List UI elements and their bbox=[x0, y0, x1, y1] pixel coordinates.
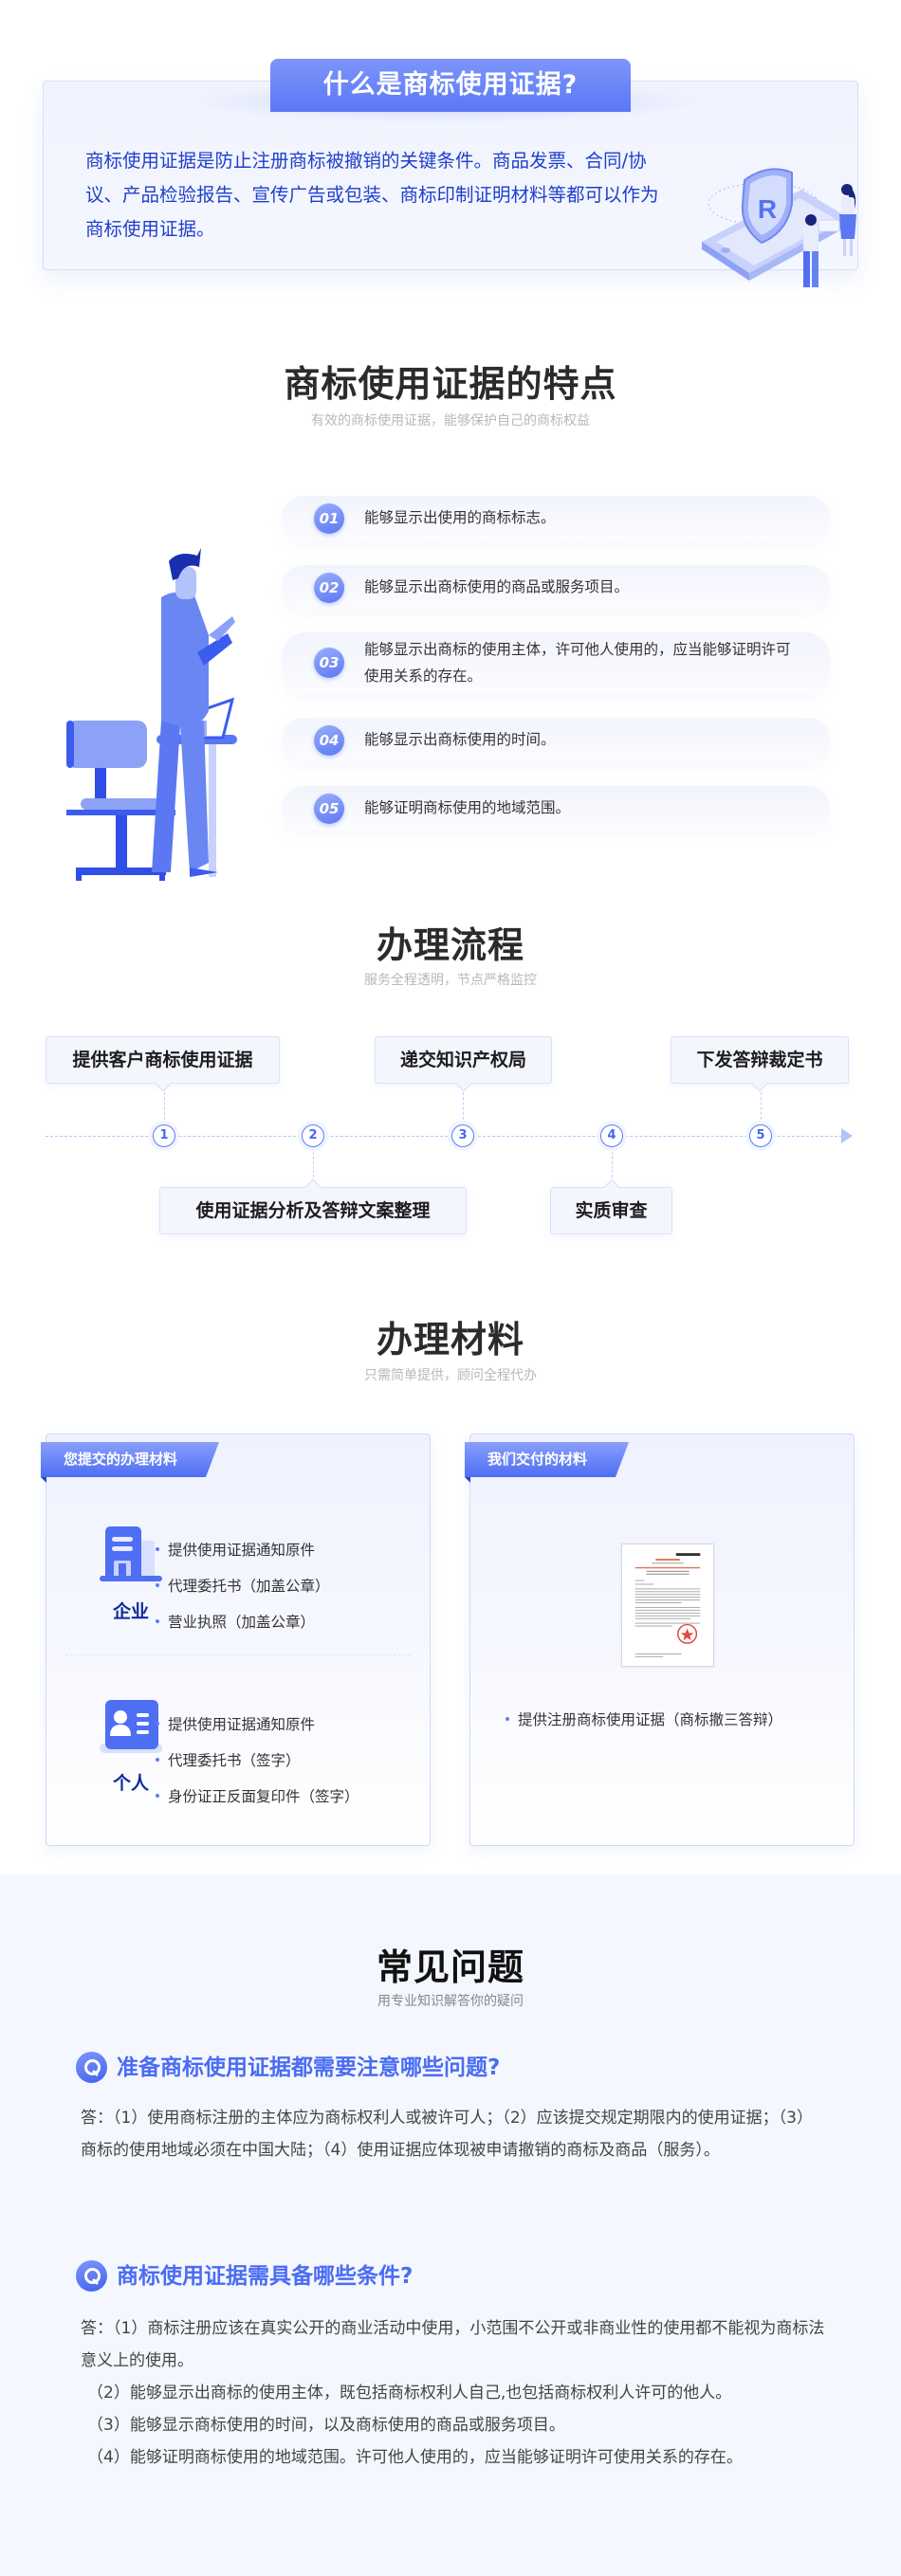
id-card-icon bbox=[100, 1700, 162, 1753]
process-step-4: 实质审查 bbox=[550, 1178, 672, 1234]
document-thumbnail-icon bbox=[621, 1544, 714, 1667]
step-label: 使用证据分析及答辩文案整理 bbox=[195, 1200, 431, 1221]
faq-question-text: 准备商标使用证据都需要注意哪些问题? bbox=[117, 2055, 501, 2080]
feature-number-badge: 02 bbox=[314, 573, 344, 603]
features-title: 商标使用证据的特点 bbox=[284, 363, 617, 405]
feature-item: 05 能够证明商标使用的地域范围。 bbox=[282, 786, 830, 831]
group-divider bbox=[65, 1654, 411, 1655]
feature-item: 03 能够显示出商标的使用主体，许可他人使用的，应当能够证明许可使用关系的存在。 bbox=[282, 632, 830, 693]
faq-answer-text: 答：（1）使用商标注册的主体应为商标权利人或被许可人；（2）应该提交规定期限内的… bbox=[81, 2109, 813, 2160]
step-connector bbox=[313, 1147, 314, 1178]
step-pointer bbox=[155, 1075, 171, 1092]
timeline-arrow-icon bbox=[841, 1128, 853, 1143]
bullet-icon bbox=[156, 1722, 159, 1726]
step-number-3: 3 bbox=[451, 1124, 474, 1147]
question-q-icon bbox=[76, 2052, 107, 2083]
step-label: 提供客户商标使用证据 bbox=[72, 1050, 253, 1070]
step-number-4: 4 bbox=[600, 1124, 623, 1147]
step-connector bbox=[463, 1092, 464, 1124]
group-label-enterprise: 企业 bbox=[112, 1601, 149, 1622]
process-subtitle: 服务全程透明，节点严格监控 bbox=[364, 973, 537, 988]
bullet-icon bbox=[156, 1794, 159, 1798]
bullet-icon bbox=[156, 1619, 159, 1623]
material-item: 身份证正反面复印件（签字） bbox=[156, 1779, 359, 1815]
material-item: 提供使用证据通知原件 bbox=[156, 1532, 330, 1568]
step-pointer bbox=[751, 1075, 768, 1092]
feature-number-badge: 05 bbox=[314, 794, 344, 824]
man-with-tablet-illustration-icon bbox=[66, 548, 237, 881]
step-label: 实质审查 bbox=[575, 1200, 648, 1221]
material-item: 代理委托书（加盖公章） bbox=[156, 1568, 330, 1604]
feature-text: 能够显示出商标使用的时间。 bbox=[364, 731, 556, 748]
step-label: 下发答辩裁定书 bbox=[696, 1050, 823, 1070]
faq-answer-1: 答：（1）使用商标注册的主体应为商标权利人或被许可人；（2）应该提交规定期限内的… bbox=[81, 2102, 816, 2166]
deliver-materials-tab: 我们交付的材料 bbox=[465, 1442, 629, 1477]
faq-question-text: 商标使用证据需具备哪些条件? bbox=[117, 2264, 414, 2289]
process-step-5: 下发答辩裁定书 bbox=[671, 1036, 849, 1092]
svg-text:R: R bbox=[758, 194, 777, 224]
material-item: 代理委托书（签字） bbox=[156, 1743, 359, 1779]
material-item: 营业执照（加盖公章） bbox=[156, 1604, 330, 1640]
step-number-1: 1 bbox=[153, 1124, 175, 1147]
trademark-shield-illustration-icon: R bbox=[702, 168, 856, 287]
materials-subtitle: 只需简单提供，顾问全程代办 bbox=[364, 1368, 537, 1383]
group-label-individual: 个人 bbox=[112, 1773, 149, 1794]
process-step-2: 使用证据分析及答辩文案整理 bbox=[159, 1178, 467, 1234]
process-title: 办理流程 bbox=[376, 924, 524, 966]
feature-text: 能够证明商标使用的地域范围。 bbox=[364, 799, 571, 816]
submit-materials-tab: 您提交的办理材料 bbox=[41, 1442, 219, 1477]
materials-title: 办理材料 bbox=[376, 1319, 524, 1361]
step-label: 递交知识产权局 bbox=[399, 1050, 526, 1070]
submit-materials-card: 您提交的办理材料 企业 提供使用证据通知原件 代理委托书（加盖公章） 营业执照（… bbox=[41, 1434, 431, 1846]
step-connector bbox=[164, 1092, 165, 1124]
feature-number-badge: 01 bbox=[314, 503, 344, 534]
material-item: 提供使用证据通知原件 bbox=[156, 1707, 359, 1743]
enterprise-materials-list: 提供使用证据通知原件 代理委托书（加盖公章） 营业执照（加盖公章） bbox=[156, 1532, 330, 1640]
faq-background bbox=[0, 1874, 901, 2576]
individual-materials-list: 提供使用证据通知原件 代理委托书（签字） 身份证正反面复印件（签字） bbox=[156, 1707, 359, 1815]
process-step-1: 提供客户商标使用证据 bbox=[46, 1036, 280, 1092]
faq-title: 常见问题 bbox=[376, 1946, 524, 1988]
feature-number-badge: 04 bbox=[314, 725, 344, 756]
faq-answer-text: （4）能够证明商标使用的地域范围。许可他人使用的，应当能够证明许可使用关系的存在… bbox=[87, 2448, 743, 2467]
tab-fold bbox=[465, 1477, 470, 1483]
step-number-5: 5 bbox=[749, 1124, 772, 1147]
deliver-materials-card: 我们交付的材料 提供注册 bbox=[465, 1434, 855, 1846]
bullet-icon bbox=[156, 1758, 159, 1762]
feature-item: 04 能够显示出商标使用的时间。 bbox=[282, 718, 830, 762]
step-connector bbox=[761, 1092, 762, 1124]
building-icon bbox=[100, 1526, 162, 1581]
faq-answer-text: （2）能够显示出商标的使用主体，既包括商标权利人自己,也包括商标权利人许可的他人… bbox=[87, 2384, 732, 2402]
material-item: 提供注册商标使用证据（商标撤三答辩） bbox=[506, 1702, 782, 1738]
bullet-icon bbox=[156, 1547, 159, 1551]
timeline-line bbox=[46, 1136, 847, 1137]
intro-title-badge: 什么是商标使用证据? bbox=[270, 59, 631, 112]
faq-answer-2: 答：（1）商标注册应该在真实公开的商业活动中使用，小范围不公开或非商业性的使用都… bbox=[81, 2312, 839, 2474]
feature-item: 01 能够显示出使用的商标标志。 bbox=[282, 496, 830, 540]
feature-text: 能够显示出商标使用的商品或服务项目。 bbox=[364, 578, 630, 595]
feature-text: 能够显示出使用的商标标志。 bbox=[364, 509, 556, 526]
question-q-icon bbox=[76, 2260, 107, 2292]
faq-subtitle: 用专业知识解答你的疑问 bbox=[377, 1994, 524, 2009]
faq-answer-text: （3）能够显示商标使用的时间，以及商标使用的商品或服务项目。 bbox=[87, 2416, 565, 2435]
intro-description: 商标使用证据是防止注册商标被撤销的关键条件。商品发票、合同/协议、产品检验报告、… bbox=[85, 150, 659, 240]
process-step-3: 递交知识产权局 bbox=[375, 1036, 552, 1092]
step-pointer bbox=[455, 1075, 471, 1092]
feature-number-badge: 03 bbox=[314, 648, 344, 678]
feature-item: 02 能够显示出商标使用的商品或服务项目。 bbox=[282, 565, 830, 610]
step-pointer bbox=[304, 1178, 322, 1196]
features-subtitle: 有效的商标使用证据，能够保护自己的商标权益 bbox=[311, 413, 590, 429]
step-number-2: 2 bbox=[302, 1124, 324, 1147]
bullet-icon bbox=[506, 1717, 509, 1721]
feature-text: 能够显示出商标的使用主体，许可他人使用的，应当能够证明许可使用关系的存在。 bbox=[364, 641, 791, 685]
faq-answer-text: 答：（1）商标注册应该在真实公开的商业活动中使用，小范围不公开或非商业性的使用都… bbox=[81, 2319, 825, 2370]
step-pointer bbox=[603, 1178, 619, 1196]
deliver-materials-list: 提供注册商标使用证据（商标撤三答辩） bbox=[506, 1702, 782, 1738]
step-connector bbox=[612, 1147, 613, 1178]
bullet-icon bbox=[156, 1583, 159, 1587]
tab-fold bbox=[41, 1477, 46, 1483]
